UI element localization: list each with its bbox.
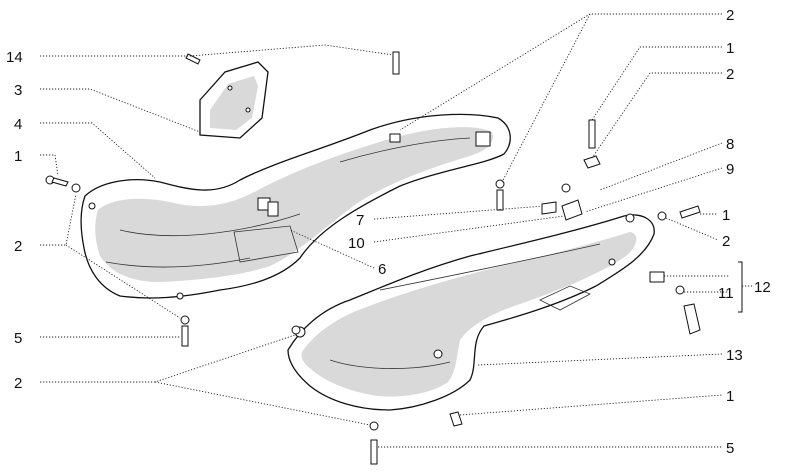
callout-3: 3 (14, 82, 22, 99)
callout-2-mid-right: 2 (722, 233, 730, 250)
callout-10: 10 (348, 235, 365, 252)
callout-bracket-12 (738, 261, 743, 313)
callout-13: 13 (726, 347, 743, 364)
part-3-cover-plate (199, 61, 269, 139)
callout-numbers: 14 3 4 1 2 5 2 2 1 2 8 9 7 10 6 1 2 12 1… (6, 7, 771, 457)
fastener-screws (45, 51, 701, 465)
callout-1-top-right: 1 (726, 40, 734, 57)
callout-2-upper-right: 2 (726, 66, 734, 83)
callout-14: 14 (6, 49, 23, 66)
callout-5-bottom: 5 (726, 440, 734, 457)
callout-1-left: 1 (14, 148, 22, 165)
part-13-lower-body-panel (287, 213, 655, 411)
callout-7: 7 (356, 212, 364, 229)
callout-9: 9 (726, 161, 734, 178)
callout-1-mid-right: 1 (722, 207, 730, 224)
callout-2-top-right: 2 (726, 7, 734, 24)
callout-4: 4 (14, 116, 22, 133)
callout-2-left: 2 (14, 238, 22, 255)
callout-6: 6 (378, 261, 386, 278)
callout-8: 8 (726, 136, 734, 153)
callout-11: 11 (718, 285, 734, 302)
callout-5-left: 5 (14, 330, 22, 347)
callout-1-lower-right: 1 (726, 388, 734, 405)
callout-2-bottom-left: 2 (14, 375, 22, 392)
callout-12: 12 (754, 279, 771, 296)
leader-lines (40, 13, 730, 448)
part-4-upper-body-panel (80, 113, 511, 300)
